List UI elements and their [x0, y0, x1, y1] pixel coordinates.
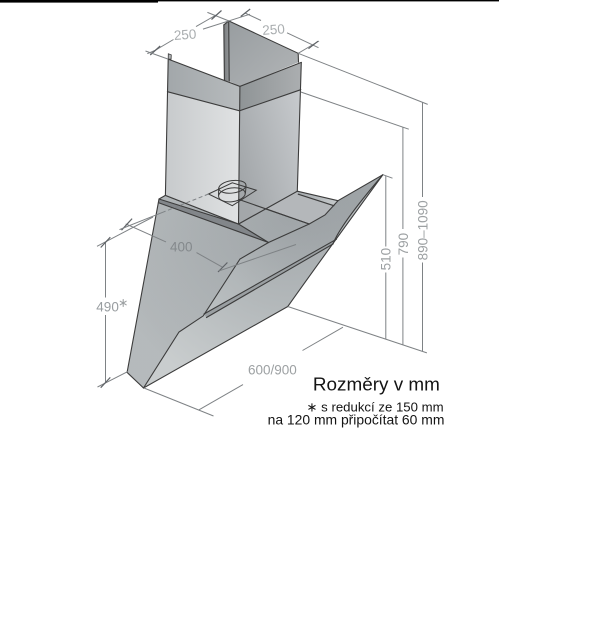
svg-text:890–1090: 890–1090: [415, 200, 430, 260]
svg-text:Rozměry v mm: Rozměry v mm: [313, 375, 440, 396]
svg-text:na 120 mm připočítat 60 mm: na 120 mm připočítat 60 mm: [268, 411, 445, 427]
svg-text:510: 510: [379, 248, 394, 271]
svg-text:400: 400: [170, 239, 193, 254]
svg-text:600/900: 600/900: [248, 363, 297, 378]
svg-text:250: 250: [262, 21, 286, 38]
svg-text:∗ s redukcí ze 150 mm: ∗ s redukcí ze 150 mm: [306, 399, 443, 414]
svg-text:490: 490: [96, 300, 119, 315]
svg-text:790: 790: [396, 233, 411, 256]
svg-text:250: 250: [173, 26, 197, 43]
